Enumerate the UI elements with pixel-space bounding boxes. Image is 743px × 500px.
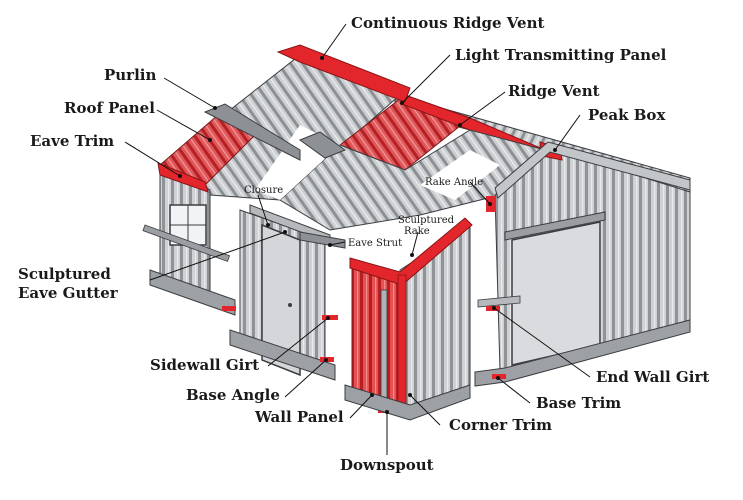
end-wall-girt — [477, 295, 521, 308]
label-sculptured-eave-gutter-2: Eave Gutter — [18, 284, 119, 302]
sidewall-girt-clip — [322, 315, 338, 320]
sidewall-girt-left — [142, 224, 231, 262]
label-closure: Closure — [244, 185, 283, 196]
label-roof-panel: Roof Panel — [64, 99, 155, 117]
label-downspout: Downspout — [340, 456, 434, 474]
label-ridge-vent: Ridge Vent — [508, 82, 600, 100]
label-light-transmitting-panel: Light Transmitting Panel — [455, 46, 667, 64]
purlin — [203, 103, 301, 161]
label-peak-box: Peak Box — [588, 106, 666, 124]
rake-trim-end — [494, 141, 691, 199]
label-purlin: Purlin — [104, 66, 156, 84]
overhead-door — [511, 221, 601, 366]
label-eave-trim: Eave Trim — [30, 132, 114, 150]
label-sculptured-eave-gutter-1: Sculptured — [18, 265, 111, 283]
label-continuous-ridge-vent: Continuous Ridge Vent — [351, 14, 544, 32]
corner-trim — [397, 274, 407, 411]
sculptured-rake — [349, 217, 473, 286]
base-trim — [474, 319, 691, 387]
label-sidewall-girt: Sidewall Girt — [150, 356, 259, 374]
labels: Continuous Ridge Vent Light Transmitting… — [18, 14, 709, 474]
purlin-2 — [298, 131, 347, 159]
continuous-ridge-vent — [276, 44, 411, 103]
label-eave-strut: Eave Strut — [348, 238, 402, 249]
door — [261, 223, 301, 377]
label-end-wall-girt: End Wall Girt — [596, 368, 709, 386]
label-base-angle: Base Angle — [186, 386, 280, 404]
door-header — [504, 211, 606, 241]
wall-panel-red — [351, 261, 401, 411]
label-sculptured-rake-2: Rake — [404, 226, 430, 237]
base-corner — [344, 384, 471, 421]
label-base-trim: Base Trim — [536, 394, 621, 412]
label-sculptured-rake-1: Sculptured — [398, 215, 455, 226]
roof-cutaway-2 — [420, 150, 500, 200]
label-wall-panel: Wall Panel — [254, 408, 344, 426]
base-clip-left — [222, 306, 236, 311]
downspout — [380, 289, 388, 411]
label-rake-angle: Rake Angle — [425, 177, 483, 188]
label-corner-trim: Corner Trim — [449, 416, 552, 434]
leader-lines — [124, 23, 591, 455]
